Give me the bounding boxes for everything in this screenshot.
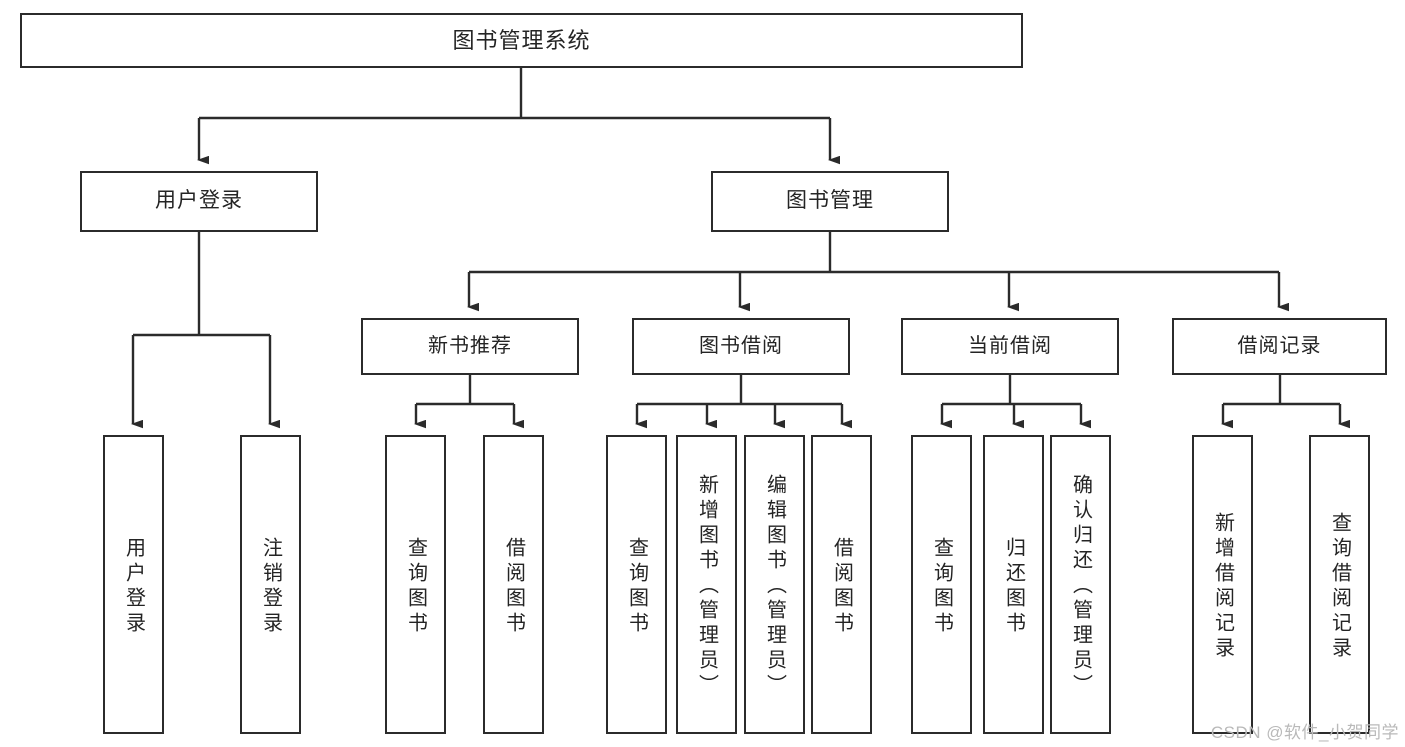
node-book-manage[interactable]: 图书管理 bbox=[711, 171, 949, 232]
leaf-label: 借阅图书 bbox=[830, 536, 853, 637]
leaf-label: 查询图书 bbox=[930, 536, 953, 637]
node-label: 图书管理系统 bbox=[452, 27, 591, 53]
leaf-label: 查询借阅记录 bbox=[1328, 511, 1351, 662]
leaf-label: 确认归还（管理员） bbox=[1069, 474, 1092, 699]
leaf-add-book-admin[interactable]: 新增图书（管理员） bbox=[676, 435, 737, 734]
leaf-label: 注销登录 bbox=[259, 536, 282, 637]
node-book-borrow[interactable]: 图书借阅 bbox=[632, 318, 850, 375]
leaf-query-book-1[interactable]: 查询图书 bbox=[385, 435, 446, 734]
node-label: 当前借阅 bbox=[968, 335, 1052, 357]
leaf-add-borrow-record[interactable]: 新增借阅记录 bbox=[1192, 435, 1253, 734]
leaf-label: 编辑图书（管理员） bbox=[763, 474, 786, 699]
node-label: 新书推荐 bbox=[428, 335, 512, 357]
leaf-label: 新增借阅记录 bbox=[1211, 511, 1234, 662]
leaf-logout[interactable]: 注销登录 bbox=[240, 435, 301, 734]
node-user-login[interactable]: 用户登录 bbox=[80, 171, 318, 232]
node-current-borrow[interactable]: 当前借阅 bbox=[901, 318, 1119, 375]
leaf-return-book[interactable]: 归还图书 bbox=[983, 435, 1044, 734]
node-label: 图书管理 bbox=[786, 189, 874, 213]
leaf-borrow-book-1[interactable]: 借阅图书 bbox=[483, 435, 544, 734]
connectors bbox=[131, 68, 1350, 429]
leaf-label: 用户登录 bbox=[122, 536, 145, 637]
leaf-label: 归还图书 bbox=[1002, 536, 1025, 637]
leaf-edit-book-admin[interactable]: 编辑图书（管理员） bbox=[744, 435, 805, 734]
node-borrow-record[interactable]: 借阅记录 bbox=[1172, 318, 1387, 375]
node-label: 图书借阅 bbox=[699, 335, 783, 357]
leaf-label: 借阅图书 bbox=[502, 536, 525, 637]
leaf-user-login[interactable]: 用户登录 bbox=[103, 435, 164, 734]
node-label: 借阅记录 bbox=[1237, 335, 1322, 357]
node-label: 用户登录 bbox=[155, 189, 243, 213]
node-new-book-rec[interactable]: 新书推荐 bbox=[361, 318, 579, 375]
leaf-query-book-3[interactable]: 查询图书 bbox=[911, 435, 972, 734]
leaf-label: 查询图书 bbox=[625, 536, 648, 637]
node-root-system[interactable]: 图书管理系统 bbox=[20, 13, 1023, 68]
leaf-confirm-return-admin[interactable]: 确认归还（管理员） bbox=[1050, 435, 1111, 734]
leaf-query-borrow-record[interactable]: 查询借阅记录 bbox=[1309, 435, 1370, 734]
leaf-borrow-book-2[interactable]: 借阅图书 bbox=[811, 435, 872, 734]
leaf-label: 新增图书（管理员） bbox=[695, 474, 718, 699]
leaf-query-book-2[interactable]: 查询图书 bbox=[606, 435, 667, 734]
leaf-label: 查询图书 bbox=[404, 536, 427, 637]
